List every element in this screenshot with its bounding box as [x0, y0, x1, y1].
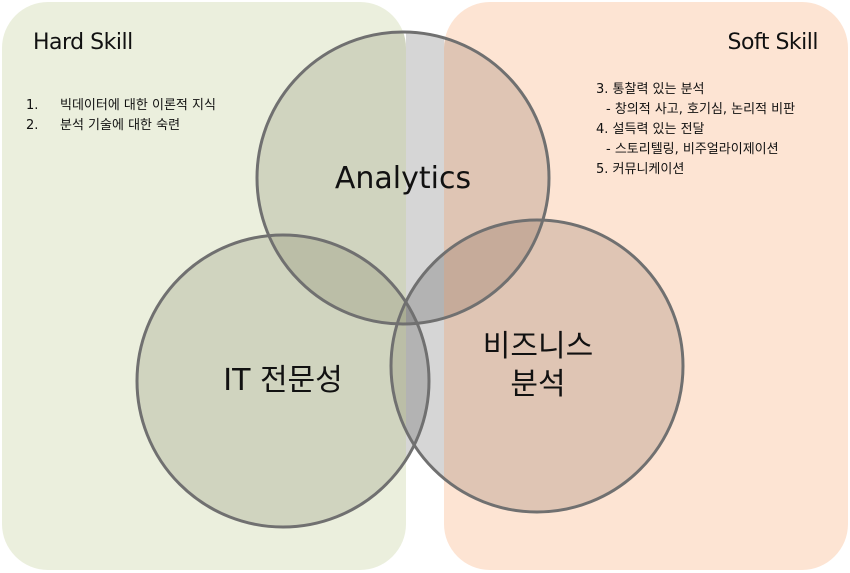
soft-skill-panel	[444, 2, 848, 570]
hard-skill-title: Hard Skill	[33, 30, 133, 55]
business-circle	[389, 218, 685, 514]
it-circle	[135, 233, 431, 529]
soft-skill-list: 3. 통찰력 있는 분석 - 창의적 사고, 호기심, 논리적 비판 4. 설득…	[596, 80, 795, 180]
list-item: 2. 분석 기술에 대한 숙련	[26, 118, 181, 133]
list-item: 4. 설득력 있는 전달	[596, 122, 705, 137]
list-item: 1. 빅데이터에 대한 이론적 지식	[26, 98, 216, 113]
list-item: 3. 통찰력 있는 분석	[596, 82, 705, 97]
hard-skill-list: 1. 빅데이터에 대한 이론적 지식 2. 분석 기술에 대한 숙련	[26, 96, 216, 136]
list-item: - 스토리텔링, 비주얼라이제이션	[606, 142, 779, 157]
analytics-label: Analytics	[334, 161, 472, 196]
business-label: 비즈니스 분석	[482, 329, 594, 402]
soft-circle-fills	[444, 32, 683, 512]
list-item: 5. 커뮤니케이션	[596, 162, 685, 177]
it-label: IT 전문성	[223, 363, 343, 398]
hard-circle-fills	[137, 32, 406, 527]
soft-skill-title: Soft Skill	[727, 30, 819, 55]
list-item: - 창의적 사고, 호기심, 논리적 비판	[606, 102, 796, 117]
analytics-circle	[255, 30, 551, 326]
hard-skill-panel	[2, 2, 406, 570]
